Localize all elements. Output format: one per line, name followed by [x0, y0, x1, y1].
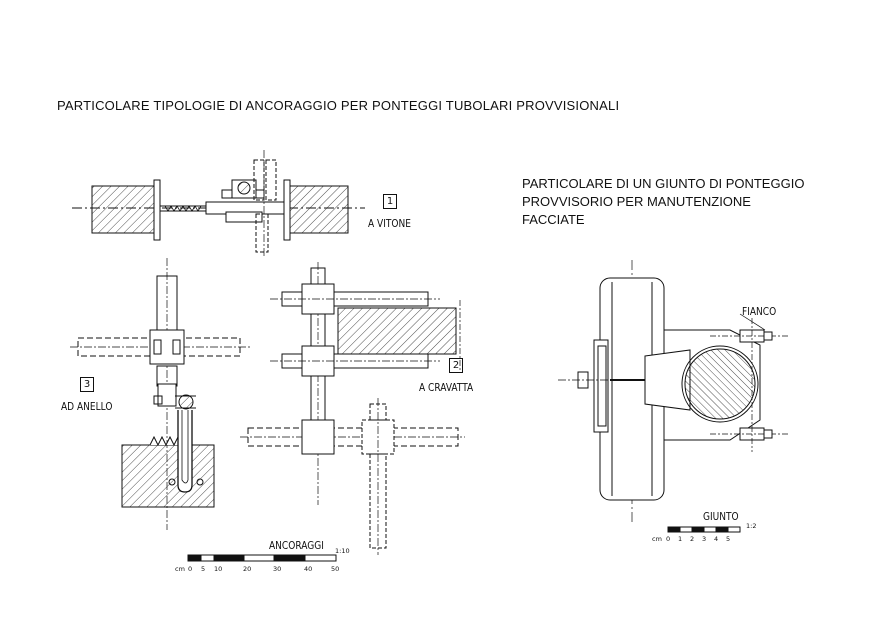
giunto-tick-4: 4 — [714, 535, 719, 543]
ancoraggi-tick-10: 10 — [214, 565, 223, 573]
detail-label-vitone: A VITONE — [368, 217, 411, 230]
ancoraggi-tick-50: 50 — [331, 565, 340, 573]
detail-vitone-drawing — [72, 150, 365, 258]
ancoraggi-tick-20: 20 — [243, 565, 252, 573]
giunto-scale-unit: cm — [652, 535, 662, 543]
detail-label-cravatta: A CRAVATTA — [419, 381, 474, 394]
giunto-tick-1: 1 — [678, 535, 683, 543]
giunto-tick-5: 5 — [726, 535, 731, 543]
giunto-drawing — [558, 260, 790, 522]
detail-number-2: 2 — [449, 358, 463, 373]
giunto-scale-ratio: 1:2 — [746, 522, 757, 530]
ancoraggi-scale-ratio: 1:10 — [335, 547, 350, 555]
ancoraggi-scale-bar — [187, 554, 337, 562]
giunto-scale-bar — [667, 526, 741, 533]
ancoraggi-label: ANCORAGGI — [269, 539, 324, 552]
ancoraggi-scale-unit: cm — [175, 565, 185, 573]
giunto-tick-2: 2 — [690, 535, 695, 543]
detail-label-anello: AD ANELLO — [61, 400, 113, 413]
giunto-title: PARTICOLARE DI UN GIUNTO DI PONTEGGIO PR… — [522, 175, 852, 229]
giunto-title-line-1: PARTICOLARE DI UN GIUNTO DI PONTEGGIO — [522, 176, 805, 191]
detail-cravatta-drawing — [240, 262, 465, 555]
fianco-label: FIANCO — [742, 305, 777, 318]
ancoraggi-tick-5: 5 — [201, 565, 206, 573]
giunto-title-line-2: PROVVISORIO PER MANUTENZIONE — [522, 194, 751, 209]
ancoraggi-tick-0: 0 — [188, 565, 193, 573]
ancoraggi-tick-30: 30 — [273, 565, 282, 573]
detail-number-3: 3 — [80, 377, 94, 392]
ancoraggi-tick-40: 40 — [304, 565, 313, 573]
giunto-title-line-3: FACCIATE — [522, 212, 585, 227]
main-title: PARTICOLARE TIPOLOGIE DI ANCORAGGIO PER … — [57, 98, 620, 113]
giunto-tick-3: 3 — [702, 535, 707, 543]
detail-number-1: 1 — [383, 194, 397, 209]
detail-anello-drawing — [70, 258, 250, 530]
giunto-tick-0: 0 — [666, 535, 671, 543]
giunto-label: GIUNTO — [703, 510, 739, 523]
